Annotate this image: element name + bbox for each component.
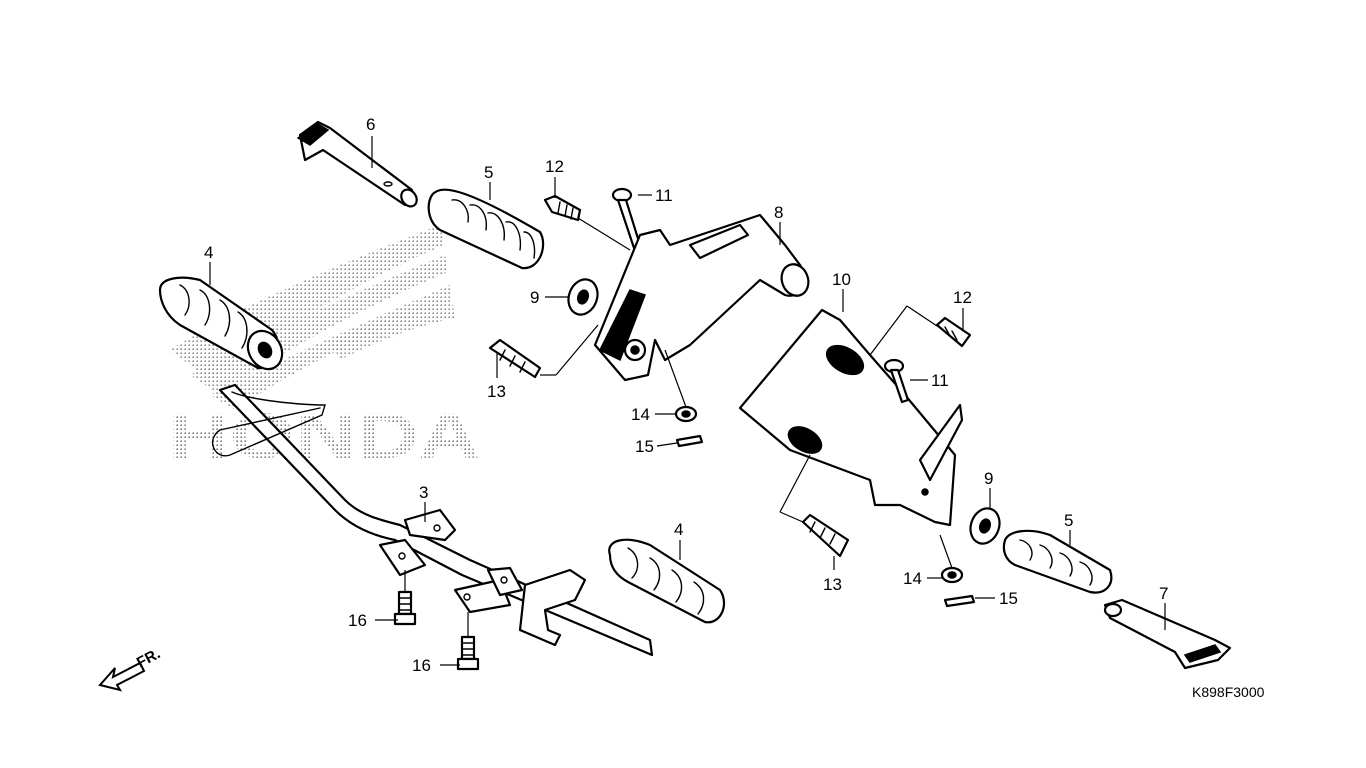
part-11-pin-upper <box>611 187 642 250</box>
part-15-clip-right <box>943 594 976 608</box>
callout-8: 8 <box>774 203 783 222</box>
callout-13-upper: 13 <box>487 382 506 401</box>
callout-7: 7 <box>1159 584 1168 603</box>
front-arrow-icon <box>98 661 146 692</box>
callout-10: 10 <box>832 270 851 289</box>
callout-16-b: 16 <box>412 656 431 675</box>
part-9-washer-upper <box>567 278 599 316</box>
front-direction-indicator: FR. <box>98 645 163 692</box>
leader-lines <box>209 136 1166 666</box>
callout-6: 6 <box>366 115 375 134</box>
part-5-rubber-right <box>1002 529 1113 594</box>
part-16-bolt-a <box>393 590 417 626</box>
part-4-rubber-left <box>158 276 284 371</box>
part-13-bolt-right <box>801 513 850 558</box>
callout-3: 3 <box>419 483 428 502</box>
part-6-pin <box>296 120 418 208</box>
callout-13-right: 13 <box>823 575 842 594</box>
callout-15-right: 15 <box>999 589 1018 608</box>
part-15-clip-upper <box>675 434 704 448</box>
part-8-bracket <box>593 213 810 382</box>
drawing-code: K898F3000 <box>1192 684 1265 700</box>
callout-11-right: 11 <box>931 371 949 390</box>
part-11-pin-right <box>883 358 910 404</box>
part-13-bolt-upper <box>488 338 542 379</box>
part-12-bolt-right <box>935 316 972 348</box>
part-4-rubber-bottom <box>608 538 726 624</box>
callout-5-top: 5 <box>484 163 493 182</box>
callout-5-right: 5 <box>1064 511 1073 530</box>
honda-logo-text: HONDA <box>168 400 480 472</box>
part-14-washer-upper <box>674 405 698 423</box>
callout-9-upper: 9 <box>530 288 539 307</box>
part-5-rubber-top <box>427 188 545 270</box>
callout-12-right: 12 <box>953 288 972 307</box>
callout-4-bottom: 4 <box>674 520 683 539</box>
callout-9-right: 9 <box>984 469 993 488</box>
callout-4-left: 4 <box>204 243 213 262</box>
callout-15-upper: 15 <box>635 437 654 456</box>
part-10-plate <box>738 308 964 527</box>
part-12-bolt-upper <box>543 194 582 222</box>
callout-16-a: 16 <box>348 611 367 630</box>
callout-12-upper: 12 <box>545 157 564 176</box>
callout-14-upper: 14 <box>631 405 650 424</box>
part-7-pin <box>1103 598 1232 670</box>
part-3-bracket-assembly <box>211 383 654 657</box>
part-14-washer-right <box>940 566 964 584</box>
callout-14-right: 14 <box>903 569 922 588</box>
part-16-bolt-b <box>456 635 480 671</box>
part-9-washer-right <box>969 507 1001 545</box>
callout-11-upper: 11 <box>655 186 673 205</box>
